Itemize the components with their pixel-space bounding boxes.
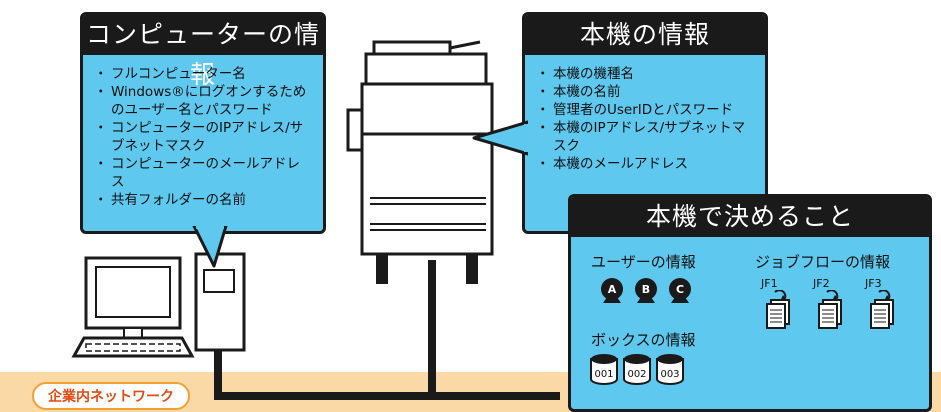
computer-info-title: コンピューターの情報 [83,15,323,89]
computer-illustration [71,252,246,358]
list-item: 共有フォルダーの名前 [94,191,311,209]
list-item: 本機のIPアドレス/サブネットマスク [536,119,753,155]
user-icons: A B C [599,277,693,307]
box-003-label: 003 [660,369,679,380]
box-002-label: 002 [627,369,646,380]
user-icon: B [635,278,657,303]
device-info-title: 本機の情報 [525,15,765,55]
user-icon: A [601,278,623,303]
user-icon: C [669,278,691,303]
jobflow-code: JF2 [813,277,830,290]
list-item: 本機の名前 [536,83,753,101]
list-item: コンピューターのメールアドレス [94,155,311,191]
computer-info-callout: コンピューターの情報 フルコンピューター名 Windows®にログオンするための… [80,12,326,234]
network-label: 企業内ネットワーク [32,382,190,410]
decide-title: 本機で決めること [571,197,929,237]
list-item: 管理者のUserIDとパスワード [536,101,753,119]
box-info-label: ボックスの情報 [591,331,696,349]
list-item: 本機の機種名 [536,65,753,83]
list-item: Windows®にログオンするためのユーザー名とパスワード [94,83,311,119]
computer-callout-pointer [192,226,228,268]
user-a-label: A [608,283,617,296]
jobflow-item: JF1 [761,277,795,336]
device-info-list: 本機の機種名 本機の名前 管理者のUserIDとパスワード 本機のIPアドレス/… [525,55,765,173]
user-c-label: C [676,283,684,296]
jobflow-item: JF3 [865,277,899,336]
list-item: コンピューターのIPアドレス/サブネットマスク [94,119,311,155]
user-b-label: B [642,283,650,296]
database-icon: 002 [623,354,651,385]
document-stack-icon [818,289,842,329]
decide-callout: 本機で決めること ユーザーの情報 A B C ボックスの情報 001 002 [568,194,932,412]
computer-info-list: フルコンピューター名 Windows®にログオンするためのユーザー名とパスワード… [83,55,323,209]
document-stack-icon [870,289,894,329]
jobflow-code: JF3 [865,277,882,290]
list-item: フルコンピューター名 [94,65,311,83]
box-001-label: 001 [594,369,613,380]
jobflow-icons: JF1 JF2 JF3 [761,277,899,336]
document-stack-icon [766,289,790,329]
jobflow-code: JF1 [761,277,778,290]
user-info-label: ユーザーの情報 [591,253,696,271]
jobflow-item: JF2 [813,277,847,336]
jobflow-info-label: ジョブフローの情報 [755,253,891,271]
database-icon: 001 [590,354,618,385]
device-illustration [346,40,494,284]
device-callout-pointer [472,120,528,156]
database-icon: 003 [656,354,684,385]
box-icons: 001 002 003 [589,353,685,385]
list-item: 本機のメールアドレス [536,155,753,173]
